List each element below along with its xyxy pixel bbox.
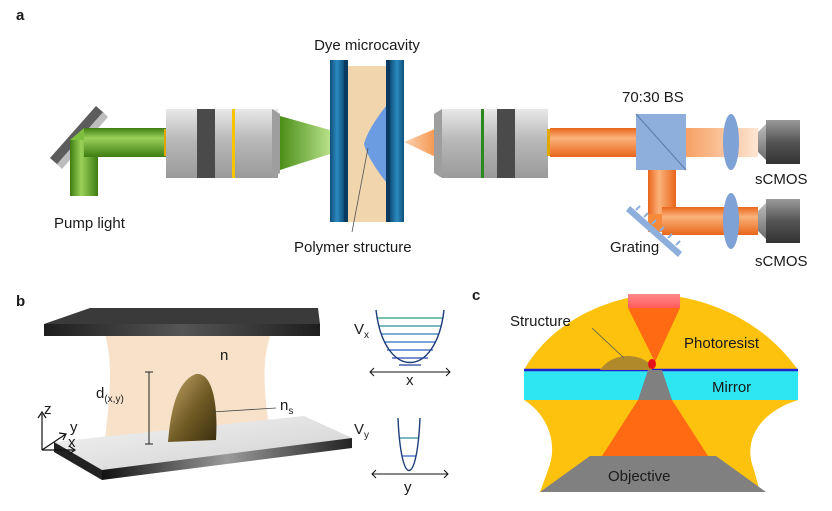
beam-splitter bbox=[635, 113, 687, 171]
label-photoresist: Photoresist bbox=[684, 335, 760, 352]
label-mirror: Mirror bbox=[712, 379, 751, 396]
label-objective: Objective bbox=[608, 468, 671, 485]
right-objective bbox=[434, 109, 550, 178]
pump-focus-cone bbox=[280, 116, 330, 170]
panel-a: a Dye microcavity bbox=[16, 7, 808, 270]
bottom-substrate bbox=[54, 416, 352, 480]
height-bracket bbox=[145, 371, 153, 445]
label-vy: Vy bbox=[354, 421, 369, 441]
axis-label-z: z bbox=[44, 401, 52, 418]
label-n: n bbox=[220, 347, 228, 364]
panel-c: c Structure Photoresist Mirror Objective bbox=[472, 287, 798, 492]
potential-vx bbox=[369, 309, 451, 377]
camera-bottom bbox=[758, 199, 800, 243]
laser-cone-upper bbox=[628, 308, 680, 362]
grating bbox=[626, 205, 682, 257]
camera-top bbox=[758, 120, 800, 164]
emission-beam bbox=[550, 128, 636, 157]
leader-structure bbox=[591, 327, 625, 359]
label-beam-splitter: 70:30 BS bbox=[622, 89, 684, 106]
panel-b: b d(x,y) n ns bbox=[16, 293, 451, 496]
leader-n-s bbox=[211, 407, 277, 413]
top-plate bbox=[44, 308, 320, 336]
potential-vy bbox=[371, 417, 449, 479]
label-vx: Vx bbox=[354, 321, 369, 341]
label-vy-axis: y bbox=[404, 479, 412, 496]
label-camera-top: sCMOS bbox=[755, 171, 808, 188]
dye-microcavity bbox=[330, 60, 404, 222]
label-structure: Structure bbox=[510, 313, 571, 330]
label-d: d(x,y) bbox=[96, 385, 124, 405]
laser-beam-top bbox=[628, 294, 680, 308]
transmitted-beam bbox=[686, 128, 758, 157]
label-camera-bottom: sCMOS bbox=[755, 253, 808, 270]
label-grating: Grating bbox=[610, 239, 659, 256]
panel-a-letter: a bbox=[16, 7, 25, 24]
focal-spot bbox=[648, 359, 656, 369]
lens-bottom bbox=[723, 193, 739, 249]
written-structure bbox=[600, 355, 652, 370]
label-polymer-structure: Polymer structure bbox=[294, 239, 412, 256]
label-n-s: ns bbox=[280, 397, 293, 417]
reflected-beam-horizontal bbox=[662, 207, 758, 235]
pump-beam-horizontal bbox=[84, 128, 166, 157]
leader-polymer-structure bbox=[351, 147, 369, 233]
axis-label-y: y bbox=[70, 419, 78, 436]
label-dye-microcavity: Dye microcavity bbox=[314, 37, 420, 54]
coordinate-axes bbox=[37, 410, 77, 455]
panel-b-letter: b bbox=[16, 293, 25, 310]
axis-label-x: x bbox=[68, 434, 76, 451]
laser-through-mirror bbox=[638, 370, 672, 400]
polymer-bump bbox=[168, 373, 217, 442]
lens-top bbox=[723, 114, 739, 170]
label-vx-axis: x bbox=[406, 372, 414, 389]
reflected-beam-vertical bbox=[648, 170, 676, 214]
laser-cone-lower bbox=[602, 400, 708, 456]
label-pump-light: Pump light bbox=[54, 215, 126, 232]
left-objective bbox=[164, 109, 280, 178]
objective-lens bbox=[540, 456, 766, 492]
panel-c-letter: c bbox=[472, 287, 480, 304]
emission-collect-cone bbox=[404, 126, 442, 160]
